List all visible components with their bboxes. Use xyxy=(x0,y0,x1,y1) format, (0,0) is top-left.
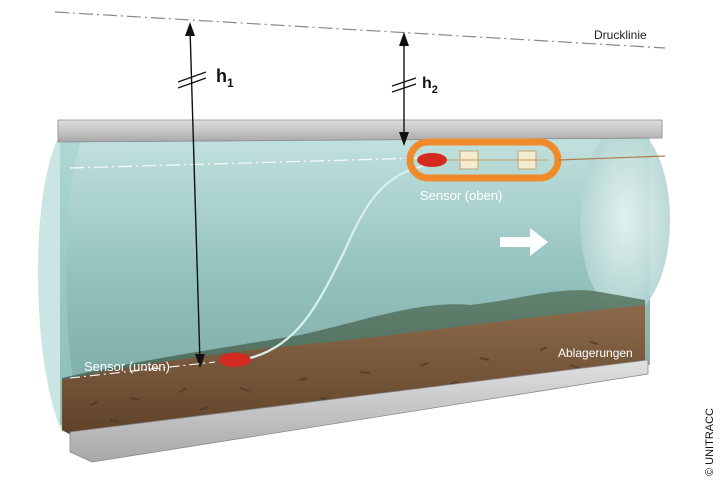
pipe-bottom-wall xyxy=(69,359,649,463)
h2-sub: 2 xyxy=(432,84,438,96)
h1-label: h1 xyxy=(216,66,234,90)
bottom-sensor-line xyxy=(69,361,216,379)
pipe-left-face xyxy=(38,132,85,432)
pipe-right-end xyxy=(580,125,670,315)
copyright-label: © UNITRACC xyxy=(704,408,716,476)
sediment-texture xyxy=(89,341,599,423)
sediment-deposit xyxy=(62,305,645,440)
h1-main: h xyxy=(216,66,227,86)
h2-arrowhead-bottom xyxy=(399,132,409,146)
arrow-right-icon xyxy=(500,228,548,256)
h2-break-mark xyxy=(391,77,417,93)
deposits-label: Ablagerungen xyxy=(558,346,633,360)
h2-label: h2 xyxy=(422,75,438,96)
h1-sub: 1 xyxy=(227,76,234,90)
h1-break-mark xyxy=(177,71,207,89)
sensor-cable xyxy=(249,160,441,360)
h2-main: h xyxy=(422,75,432,92)
tether-line xyxy=(557,155,666,161)
h2-arrowhead-top xyxy=(399,32,409,46)
h1-arrowhead-bottom xyxy=(195,354,205,368)
sensor-top-label: Sensor (oben) xyxy=(420,188,502,203)
water-surface-line xyxy=(69,157,421,169)
h1-arrowhead-top xyxy=(185,22,195,36)
sensor-bottom-label: Sensor (unten) xyxy=(84,359,170,374)
pressure-line xyxy=(54,11,666,49)
sensor-bottom-body xyxy=(219,353,251,367)
sensor-top-body xyxy=(417,153,447,167)
pressure-line-label: Drucklinie xyxy=(594,28,647,42)
pipe-top-wall xyxy=(57,119,663,143)
